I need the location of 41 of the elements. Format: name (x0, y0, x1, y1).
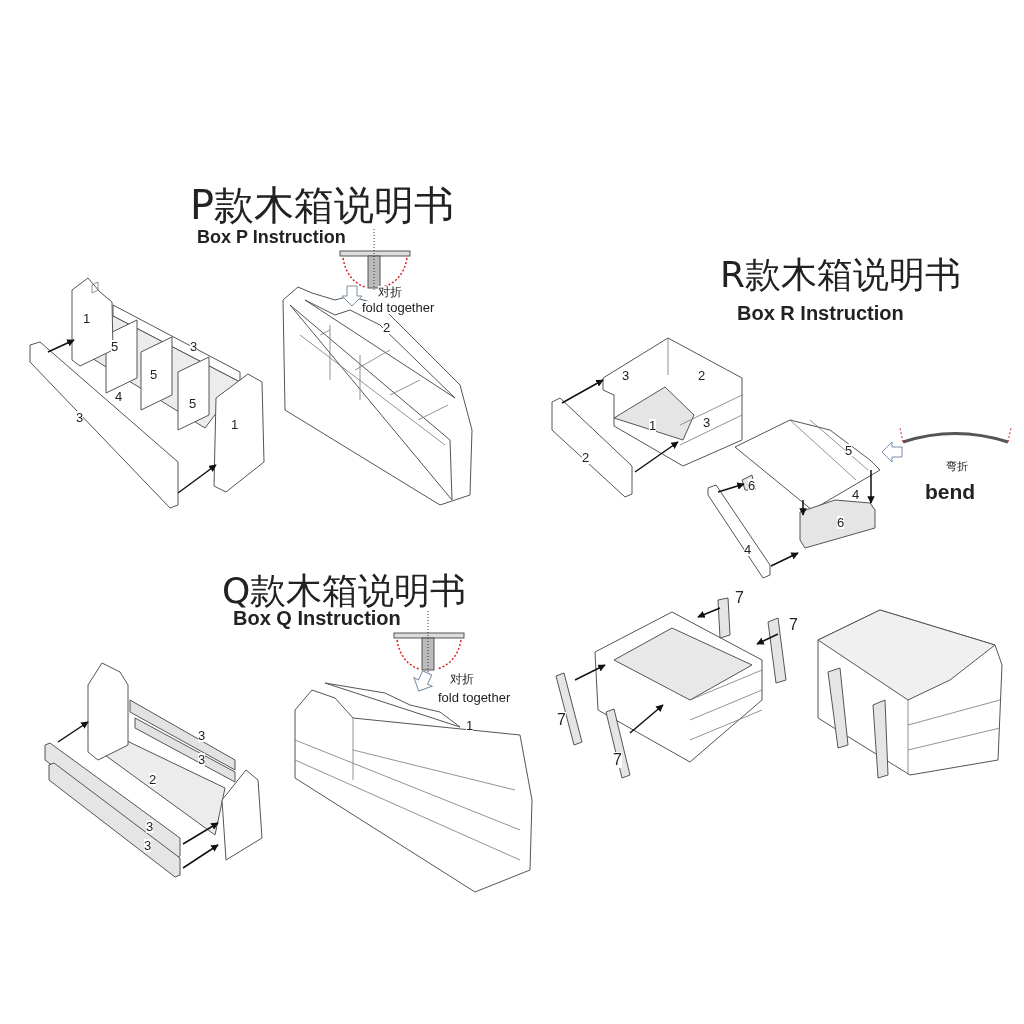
title: Q款木箱说明书 (222, 573, 467, 609)
part-number: 1 (466, 719, 474, 732)
part-number: 2 (698, 369, 706, 382)
part-number: 1 (649, 419, 657, 432)
instruction-text: 弯折 (946, 461, 968, 472)
part-number: 7 (557, 712, 566, 728)
instruction-text: 对折 (450, 673, 474, 685)
part-number: 1 (231, 418, 239, 431)
subtitle: Box P Instruction (197, 228, 346, 246)
part-number: 4 (852, 488, 860, 501)
part-number: 3 (198, 753, 206, 766)
part-number: 3 (198, 729, 206, 742)
part-number: 4 (744, 543, 752, 556)
part-number: 7 (613, 752, 622, 768)
part-number: 3 (144, 839, 152, 852)
part-number: 2 (383, 321, 391, 334)
part-number: 5 (189, 397, 197, 410)
part-number: 3 (622, 369, 630, 382)
part-number: 3 (190, 340, 198, 353)
part-number: 7 (735, 590, 744, 606)
title: R款木箱说明书 (720, 257, 961, 293)
instruction-text: 对折 (378, 286, 402, 298)
instruction-text: fold together (438, 691, 511, 704)
part-number: 3 (703, 416, 711, 429)
part-number: 2 (149, 773, 157, 786)
part-number: 6 (837, 516, 845, 529)
instruction-text: fold together (362, 301, 435, 314)
subtitle: Box R Instruction (737, 303, 904, 323)
part-number: 6 (748, 479, 756, 492)
part-number: 2 (582, 451, 590, 464)
part-number: 1 (83, 312, 91, 325)
part-number: 3 (146, 820, 154, 833)
title: P款木箱说明书 (190, 185, 455, 225)
part-number: 3 (76, 411, 84, 424)
part-number: 4 (115, 390, 123, 403)
part-number: 5 (111, 340, 119, 353)
subtitle: Box Q Instruction (233, 608, 401, 628)
part-number: 5 (845, 444, 853, 457)
part-number: 7 (789, 617, 798, 633)
instruction-text: bend (925, 481, 976, 502)
part-number: 5 (150, 368, 158, 381)
